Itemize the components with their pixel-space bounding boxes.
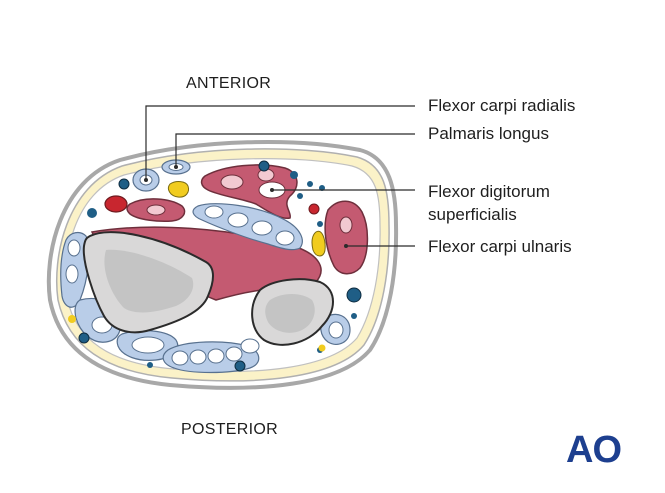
extensor-tendon [171, 350, 189, 366]
radius-marrow [104, 249, 194, 313]
palmaris-longus-label: Palmaris longus [428, 124, 549, 143]
vein [346, 287, 362, 303]
extensor-tendon [240, 338, 260, 354]
flexor-tendon [275, 230, 295, 246]
extensor-tendon [328, 321, 344, 339]
leader-line-flexor-carpi-radialis [145, 105, 415, 180]
leader-dot [344, 244, 348, 248]
ulnar-artery [308, 203, 320, 215]
muscle-opening [146, 204, 166, 216]
vein [234, 360, 246, 372]
vein [290, 171, 298, 179]
ao-logo: AO [566, 429, 622, 468]
radial-artery [104, 195, 128, 213]
extensor-tendon [189, 349, 207, 365]
vein [118, 178, 130, 190]
vein [78, 332, 90, 344]
flexor-carpi-ulnaris-muscle [324, 200, 369, 275]
median-nerve [167, 181, 189, 198]
ulnar-nerve [311, 230, 326, 257]
flexor-tendon [204, 205, 224, 219]
vein [307, 181, 313, 187]
flexor-digitorum-label-line2: superficialis [428, 205, 517, 224]
leader-dot [144, 178, 148, 182]
anterior-label: ANTERIOR [186, 75, 272, 92]
vein [351, 313, 357, 319]
leader-dot [270, 188, 274, 192]
ao-logo-text: AO [566, 429, 621, 468]
muscle-opening [220, 174, 244, 190]
dorsal-ulnar-nerve [318, 344, 326, 352]
extensor-tendon [131, 336, 165, 354]
flexor-carpi-ulnaris-label: Flexor carpi ulnaris [428, 237, 572, 256]
extensor-tendon [225, 346, 243, 362]
flexor-digitorum-label-line1: Flexor digitorum [428, 182, 550, 201]
vein [147, 362, 153, 368]
extensor-tendon [207, 348, 225, 364]
leader-line-palmaris-longus [175, 133, 415, 167]
muscle-opening [339, 216, 353, 234]
vein [317, 221, 323, 227]
leader-dot [174, 165, 178, 169]
vein [297, 193, 303, 199]
vein [258, 160, 270, 172]
superficial-radial-nerve [68, 315, 76, 323]
vein [87, 208, 97, 218]
extensor-tendon [65, 264, 79, 284]
flexor-tendon [227, 212, 249, 228]
extensor-tendon [67, 239, 81, 257]
posterior-label: POSTERIOR [181, 421, 278, 438]
flexor-carpi-radialis-label: Flexor carpi radialis [428, 96, 576, 115]
ulna-marrow [265, 294, 315, 333]
flexor-tendon [251, 220, 273, 236]
